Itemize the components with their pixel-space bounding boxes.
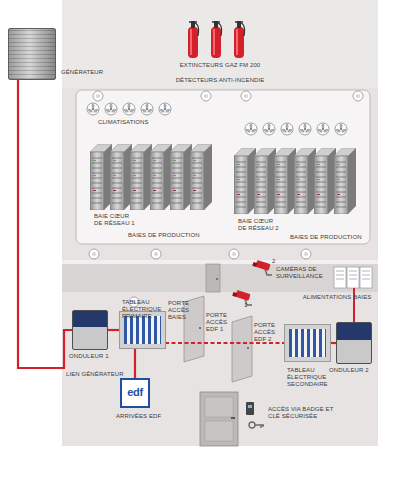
production-rack	[190, 144, 212, 210]
door-label: PORTE ACCÈS EDF 1	[206, 312, 236, 333]
door-panel	[205, 397, 233, 417]
rack-label: BAIE CŒUR DE RÉSEAU 1	[94, 213, 138, 227]
production-rack	[314, 148, 336, 214]
smoke-detector	[151, 249, 161, 259]
air-conditioner	[141, 103, 153, 115]
rack-power-unit	[334, 267, 346, 288]
ups-box: ONDULEUR 2	[336, 322, 372, 364]
extinguisher	[234, 21, 245, 58]
rack-label: BAIES DE PRODUCTION	[128, 232, 218, 239]
partition-wall	[62, 264, 378, 292]
camera	[232, 290, 252, 305]
smoke-detector	[241, 91, 251, 101]
extinguisher	[211, 21, 222, 58]
generator-box: GÉNÉRATEUR	[8, 28, 56, 80]
door-handle	[199, 327, 201, 329]
node-label: ARRIVÉES EDF	[116, 413, 172, 420]
air-conditioner	[87, 103, 99, 115]
electrical-panel: TABLEAU ÉLECTRIQUE SECONDAIRE	[285, 325, 330, 361]
badge-reader	[246, 402, 254, 415]
entrance-door	[200, 392, 238, 446]
equipment-label: ALIMENTATIONS BAIES	[300, 294, 374, 301]
production-rack	[274, 148, 296, 214]
air-conditioner	[317, 123, 329, 135]
edge-label: LIEN GÉNÉRATEUR	[66, 371, 128, 378]
door-handle	[231, 417, 235, 419]
production-rack	[334, 148, 356, 214]
key	[249, 422, 255, 428]
production-rack	[170, 144, 192, 210]
extinguisher	[188, 21, 199, 58]
air-conditioner	[335, 123, 347, 135]
rack-door	[206, 264, 220, 292]
air-conditioner	[263, 123, 275, 135]
door-handle	[247, 347, 249, 349]
callout-number: 2	[272, 258, 280, 265]
smoke-detector	[201, 91, 211, 101]
production-rack	[130, 144, 152, 210]
rack-label: BAIE CŒUR DE RÉSEAU 2	[238, 218, 282, 232]
power-cable	[165, 342, 285, 344]
equipment-label: EXTINCTEURS GAZ FM 200	[150, 62, 290, 69]
badge-screen	[248, 405, 252, 408]
building	[62, 0, 378, 446]
door-label: PORTE ACCÈS EDF 2	[254, 322, 284, 343]
equipment-label: DÉTECTEURS ANTI-INCENDIE	[150, 77, 290, 84]
door-handle	[216, 278, 218, 280]
power-wire	[353, 288, 355, 322]
node-label: GÉNÉRATEUR	[61, 69, 121, 76]
smoke-detector	[89, 249, 99, 259]
equipment-label: CAMÉRAS DE SURVEILLANCE	[276, 266, 328, 280]
production-rack	[110, 144, 132, 210]
network-rack	[90, 144, 112, 210]
air-conditioner	[123, 103, 135, 115]
server-room	[76, 90, 370, 244]
door-label: PORTE ACCÈS BAIES	[168, 300, 202, 321]
air-conditioner	[245, 123, 257, 135]
utility-logo-box: edfARRIVÉES EDF	[120, 378, 150, 408]
camera	[252, 260, 272, 275]
network-rack	[234, 148, 256, 214]
edf-door	[232, 316, 252, 382]
smoke-detector	[301, 249, 311, 259]
air-conditioner	[105, 103, 117, 115]
rack-power-unit	[360, 267, 372, 288]
logo-text: edf	[120, 387, 150, 398]
air-conditioner	[159, 103, 171, 115]
access-label: ACCÈS VIA BADGE ET CLÉ SÉCURISÉE	[268, 406, 342, 420]
node-label: ONDULEUR 2	[329, 367, 379, 374]
production-rack	[254, 148, 276, 214]
breaker-lines	[336, 271, 370, 279]
smoke-detector	[229, 249, 239, 259]
electrical-panel: TABLEAU ÉLECTRIQUE PRIMAIRE	[120, 312, 165, 348]
door-panel	[205, 421, 233, 441]
node-label: ONDULEUR 1	[69, 353, 119, 360]
wall-top	[62, 260, 378, 264]
power-cable	[134, 348, 136, 378]
production-rack	[150, 144, 172, 210]
ups-box: ONDULEUR 1	[72, 310, 108, 350]
equipment-label: CLIMATISATIONS	[98, 119, 168, 126]
key-blade	[255, 425, 264, 428]
callout-number: 1	[244, 302, 252, 309]
power-cable	[108, 329, 120, 331]
smoke-detector	[353, 91, 363, 101]
air-conditioner	[281, 123, 293, 135]
smoke-detector	[93, 91, 103, 101]
rack-power-unit	[347, 267, 359, 288]
production-rack	[294, 148, 316, 214]
power-cable	[18, 80, 72, 368]
roof-zone	[62, 0, 378, 88]
air-conditioner	[299, 123, 311, 135]
rack-label: BAIES DE PRODUCTION	[290, 234, 370, 241]
